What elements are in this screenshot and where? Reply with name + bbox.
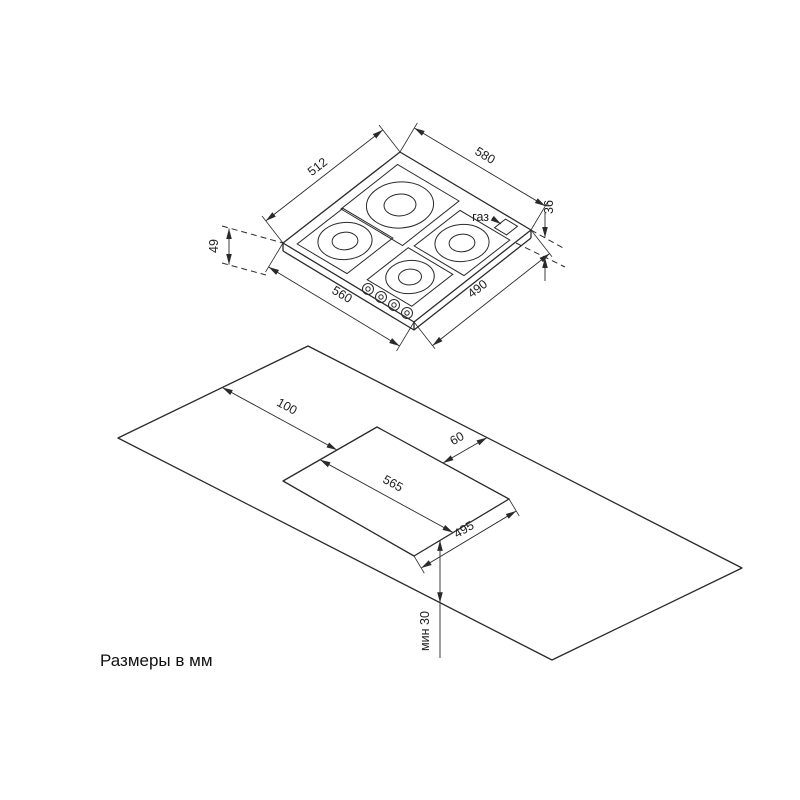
dimension-label-offset-left: 100	[274, 395, 299, 417]
gas-leader-line	[490, 215, 502, 225]
extension-line	[396, 321, 415, 352]
gas-fitting	[493, 218, 519, 236]
dimension-cutout-depth: 495	[413, 498, 520, 574]
dimension-line	[420, 510, 517, 569]
knob	[362, 283, 374, 295]
units-caption: Размеры в мм	[100, 651, 213, 670]
dimension-total-height: 49	[207, 225, 284, 276]
dimension-label-cutout-width: 565	[380, 472, 405, 494]
dimension-label-width-bottom: 560	[330, 283, 355, 306]
knob	[375, 291, 387, 303]
extension-line	[508, 498, 520, 517]
extension-line	[265, 242, 284, 273]
pan-support	[296, 207, 394, 275]
extension-line	[261, 215, 284, 244]
extension-line	[530, 229, 553, 257]
knob-center	[391, 302, 397, 308]
dimension-line	[268, 266, 400, 347]
dimension-label-depth-bottom: 490	[465, 277, 490, 301]
knob-center	[404, 310, 410, 316]
datum-dashed-line	[530, 229, 566, 250]
hob-bottom-edge	[282, 237, 532, 331]
datum-dashed-line	[515, 242, 566, 268]
dimension-offset-back: 60	[442, 429, 488, 464]
dimension-body-height: 36	[515, 200, 566, 281]
burner-cap	[383, 193, 417, 217]
burner-cap	[448, 233, 476, 253]
burner-cap	[398, 268, 422, 286]
control-knobs	[362, 283, 413, 319]
dimension-offset-left: 100	[222, 387, 338, 451]
worktop-cutout-view: 100 60 565 495 мин 30	[117, 345, 743, 661]
gas-label: газ	[472, 210, 489, 224]
worktop-outline	[117, 345, 743, 661]
datum-dashed-line	[221, 262, 267, 276]
dimension-min-front-distance: мин 30	[418, 540, 443, 658]
knob-center	[365, 286, 371, 292]
dimension-line	[442, 437, 488, 464]
dimension-label-width-top: 580	[473, 144, 498, 167]
extension-line	[413, 321, 436, 349]
datum-dashed-line	[221, 225, 284, 244]
dimension-line	[265, 129, 384, 222]
dimension-line	[432, 253, 550, 346]
dimension-line	[222, 387, 338, 451]
dimension-depth-bottom: 490	[413, 229, 553, 349]
burner-left	[296, 207, 394, 275]
extension-line	[378, 124, 401, 153]
extension-line	[413, 555, 425, 574]
gas-connection: газ	[472, 210, 519, 236]
pan-support	[366, 247, 454, 307]
hob-isometric-view: газ 512 580 560 490	[207, 122, 566, 352]
dimension-line	[319, 459, 454, 533]
burner-ring	[385, 259, 435, 295]
dimension-label-total-height: 49	[207, 239, 221, 253]
extension-line	[530, 200, 549, 231]
dimension-label-offset-back: 60	[447, 429, 466, 448]
extension-line	[399, 122, 418, 153]
burner-cap	[331, 231, 359, 251]
burner-front	[366, 247, 454, 307]
dimension-label-body-height: 36	[542, 200, 556, 214]
knob	[401, 307, 413, 319]
dimension-line	[414, 127, 546, 207]
knob-center	[378, 294, 384, 300]
dimension-label-depth-top: 512	[305, 155, 330, 179]
burner-ring	[317, 221, 373, 261]
knob	[388, 299, 400, 311]
burner-ring	[365, 181, 435, 229]
burner-ring	[434, 223, 490, 263]
hob-top-surface	[282, 151, 532, 323]
dimension-cutout-width: 565	[319, 459, 454, 533]
dimension-label-min-front: мин 30	[418, 611, 432, 651]
